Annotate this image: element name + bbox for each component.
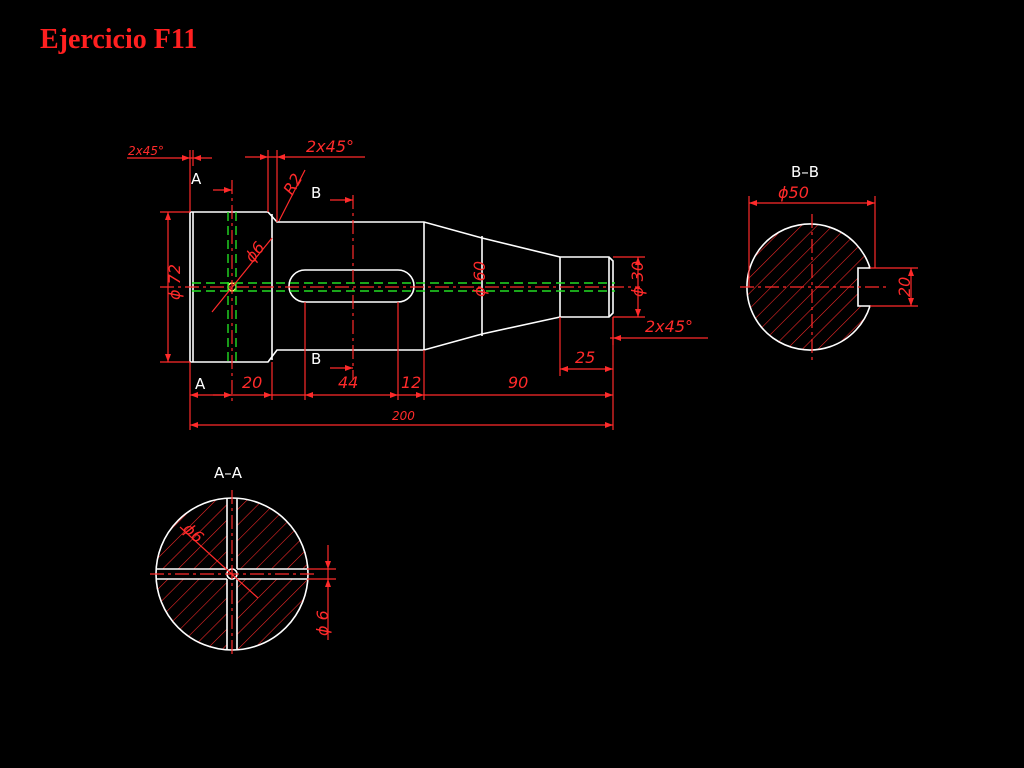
- section-label-a-bottom: A: [195, 375, 206, 393]
- arrowheads: [165, 154, 641, 428]
- dim-len-20: 20: [242, 373, 262, 392]
- shaft-outline: [189, 211, 614, 363]
- section-bb-view: B–B ϕ50 20: [740, 163, 918, 362]
- dim-bb-key: 20: [895, 277, 914, 297]
- dim-len-12: 12: [401, 373, 421, 392]
- dim-dia-30: ϕ 30: [628, 261, 647, 297]
- section-label-a-top: A: [191, 170, 202, 188]
- dim-dia-72: ϕ 72: [165, 264, 184, 300]
- section-aa-title: A–A: [214, 464, 243, 482]
- keyway-slot: [288, 269, 415, 303]
- section-aa-view: A–A ϕ6 ϕ 6: [150, 464, 336, 658]
- section-label-b-top: B: [311, 184, 321, 202]
- dim-len-200: 200: [392, 409, 415, 423]
- dim-len-90: 90: [508, 373, 528, 392]
- dim-hole-dia: ϕ6: [241, 238, 269, 266]
- shaft-main-view: 2x45° 2x45° R2 ϕ6 ϕ 72 ϕ 60 ϕ 30 2x45° 2…: [127, 137, 708, 430]
- section-markers: A A B B: [191, 170, 353, 398]
- dim-bb-dia: ϕ50: [778, 183, 809, 202]
- dim-dia-60: ϕ 60: [470, 261, 489, 297]
- dim-aa-side: ϕ 6: [313, 610, 332, 636]
- dim-chamfer-top: 2x45°: [306, 137, 354, 156]
- dim-len-44: 44: [338, 373, 358, 392]
- section-bb-outline: [746, 223, 872, 351]
- dim-chamfer-right: 2x45°: [645, 317, 693, 336]
- dim-len-25: 25: [575, 348, 595, 367]
- section-bb-title: B–B: [791, 163, 819, 181]
- page-title: Ejercicio F11: [40, 24, 198, 55]
- section-label-b-bottom: B: [311, 350, 321, 368]
- dim-chamfer-small: 2x45°: [128, 144, 164, 158]
